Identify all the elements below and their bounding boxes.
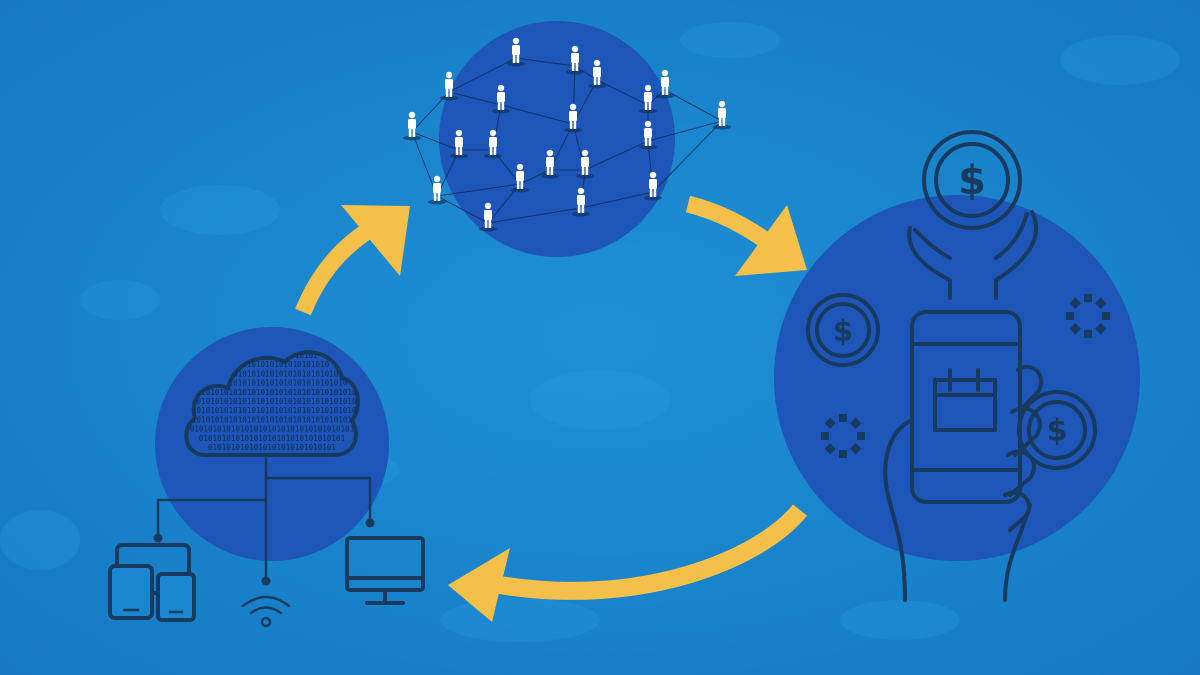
network-link [647, 120, 723, 142]
cloud-data-icon [184, 350, 360, 457]
person-icon [492, 84, 510, 114]
network-link [436, 195, 489, 224]
network-link [664, 89, 723, 122]
person-icon [588, 59, 606, 89]
person-icon [507, 37, 525, 67]
mobile-devices-icon [108, 543, 196, 622]
gear-tooth [1066, 312, 1074, 320]
person-icon [639, 120, 657, 150]
tree-node-dot [261, 576, 271, 586]
person-icon [566, 45, 584, 75]
binary-row: 0101010101010101010101010 [215, 360, 330, 369]
arrowhead [448, 548, 510, 622]
gear-tooth [850, 417, 862, 429]
arrow-payment-to-cloud [498, 504, 808, 600]
binary-row: 0101010101010101010101010101010101010 [187, 406, 357, 415]
arrowhead [735, 205, 807, 276]
network-link [411, 131, 460, 151]
gear-tooth [1095, 297, 1107, 309]
network-node-circle [439, 21, 675, 257]
person-icon [576, 149, 594, 179]
mobile-payment-node: $ $ $ [774, 130, 1140, 602]
person-icon [656, 69, 674, 99]
monitor-icon [345, 536, 425, 605]
person-icon [428, 175, 446, 205]
coin-symbol: $ [1047, 414, 1068, 449]
binary-row: 010101010101010101010101010101010 [197, 379, 348, 388]
person-icon [484, 129, 502, 159]
network-link [436, 183, 521, 197]
person-icon [541, 149, 559, 179]
dollar-coin-icon: $ [922, 130, 1022, 230]
network-link [519, 169, 551, 185]
gear-tooth [824, 417, 836, 429]
tree-node-dot [153, 533, 163, 543]
person-icon [644, 171, 662, 201]
binary-row: 010101010101010101010101010101010101 [190, 425, 355, 434]
network-link [584, 140, 649, 171]
network-link [448, 57, 517, 93]
binary-row: 0101010101010101010101010101 [208, 443, 336, 452]
people-network-icon [403, 37, 731, 232]
gear-outline-icon [821, 414, 865, 458]
tree-node-dot [365, 518, 375, 528]
network-link [574, 65, 598, 81]
network-link [515, 57, 576, 67]
cloud-devices-node: 0101010101010101010101010101010101010101… [108, 327, 425, 628]
gear-tooth [824, 443, 836, 455]
people-network-node [403, 21, 731, 257]
arrowhead [341, 205, 410, 276]
gear-tooth [1069, 323, 1081, 335]
binary-row: 01010101010101010101010101010101 [199, 434, 346, 443]
binary-row: 01010101010101010101010101010 [206, 369, 339, 378]
person-icon [403, 111, 421, 141]
network-link [411, 131, 438, 197]
gear-tooth [857, 432, 865, 440]
person-icon [450, 129, 468, 159]
gear-tooth [1084, 294, 1092, 302]
network-tree-lines [156, 453, 372, 582]
gear-tooth [850, 443, 862, 455]
hands-offering-icon [907, 210, 1039, 300]
network-link [487, 207, 582, 224]
network-link [652, 120, 723, 193]
gear-outline-icon [1066, 294, 1110, 338]
binary-row: 0101010101010101010101010101010101010 [187, 388, 357, 397]
gear-tooth [1102, 312, 1110, 320]
network-link [500, 104, 574, 125]
cycle-arrows [295, 195, 808, 622]
gear-tooth [839, 414, 847, 422]
network-link [596, 79, 649, 106]
network-link [448, 91, 502, 106]
gear-tooth [839, 450, 847, 458]
network-link [580, 191, 654, 209]
arrow-cloud-to-network [295, 220, 377, 316]
gear-tooth [1084, 330, 1092, 338]
wifi-icon [241, 595, 291, 628]
gear-tooth [821, 432, 829, 440]
person-icon [713, 100, 731, 130]
hand-holding-icon [883, 364, 1044, 602]
dollar-coin-icon: $ [806, 293, 880, 367]
coin-symbol: $ [958, 158, 986, 204]
binary-data-fill: 0101010101010101010101010101010101010101… [187, 352, 357, 452]
person-icon [511, 163, 529, 193]
binary-row: 0101010101010101010101010101010101010 [187, 415, 357, 424]
arrow-network-to-payment [685, 195, 773, 249]
person-icon [440, 71, 458, 101]
gear-tooth [1069, 297, 1081, 309]
person-icon [479, 202, 497, 232]
person-icon [564, 103, 582, 133]
person-icon [639, 84, 657, 114]
gear-tooth [1095, 323, 1107, 335]
person-icon [572, 187, 590, 217]
coin-symbol: $ [833, 314, 853, 348]
binary-row: 0101010101010101010101010101010101010 [187, 397, 357, 406]
